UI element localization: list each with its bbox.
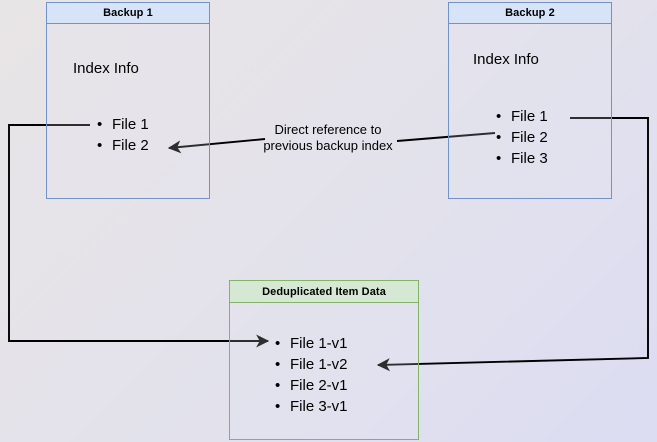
list-item: File 3 — [496, 148, 548, 169]
node-backup1[interactable] — [46, 2, 210, 199]
node-backup1-body-title: Index Info — [73, 60, 139, 77]
node-backup1-file-list: File 1 File 2 — [97, 114, 149, 156]
list-item: File 1 — [496, 106, 548, 127]
list-item: File 2-v1 — [275, 375, 348, 396]
list-item: File 2 — [496, 127, 548, 148]
node-dedup-header-label: Deduplicated Item Data — [262, 285, 386, 298]
node-dedup-header: Deduplicated Item Data — [229, 280, 419, 303]
edge-label-direct-reference: Direct reference to previous backup inde… — [263, 122, 393, 153]
node-dedup-file-list: File 1-v1 File 1-v2 File 2-v1 File 3-v1 — [275, 333, 348, 417]
node-backup2-header-label: Backup 2 — [505, 7, 555, 19]
list-item: File 2 — [97, 135, 149, 156]
list-item: File 1-v2 — [275, 354, 348, 375]
node-backup1-header-label: Backup 1 — [103, 7, 153, 19]
node-backup2-file-list: File 1 File 2 File 3 — [496, 106, 548, 169]
list-item: File 3-v1 — [275, 396, 348, 417]
node-backup2-header: Backup 2 — [448, 2, 612, 24]
node-backup2-body-title: Index Info — [473, 51, 539, 68]
list-item: File 1-v1 — [275, 333, 348, 354]
node-backup2[interactable] — [448, 2, 612, 199]
node-backup1-header: Backup 1 — [46, 2, 210, 24]
list-item: File 1 — [97, 114, 149, 135]
